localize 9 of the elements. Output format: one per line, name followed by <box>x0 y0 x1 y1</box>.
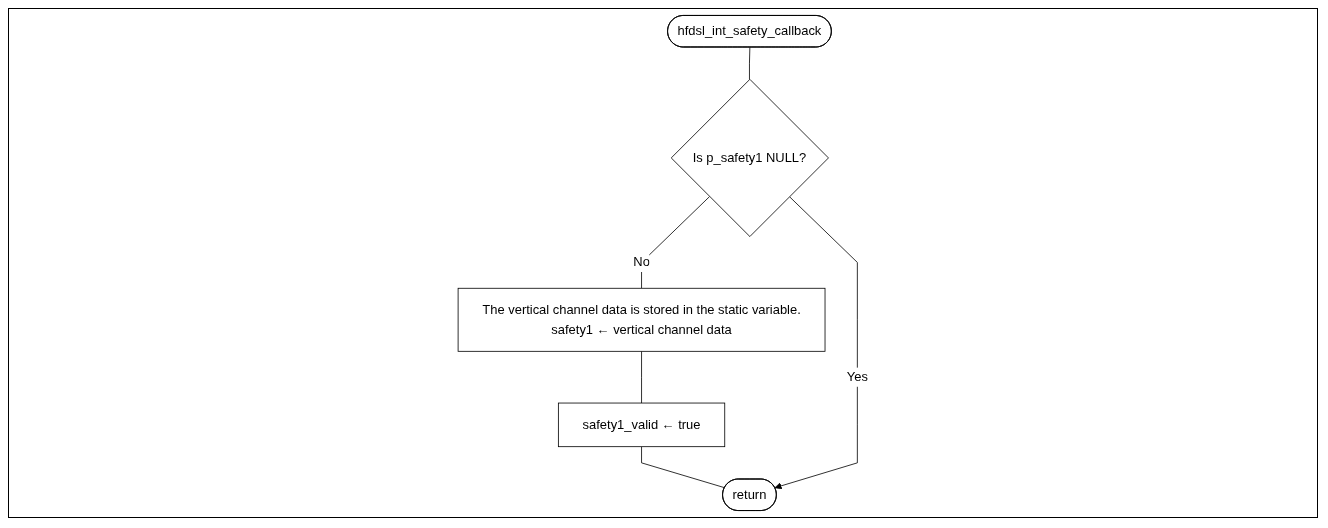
connector <box>749 47 751 80</box>
edge-label: No <box>633 255 650 269</box>
connector <box>641 196 710 289</box>
connector <box>641 446 726 489</box>
node-box: The vertical channel data is stored in the static variable. safety1 ← vertical channel data <box>457 287 826 352</box>
edge-label: Yes <box>846 369 868 384</box>
node-box: safety1_valid ← true <box>557 402 726 448</box>
connector <box>641 350 642 404</box>
node-diamond: Is p_safety1 NULL? <box>670 78 829 237</box>
